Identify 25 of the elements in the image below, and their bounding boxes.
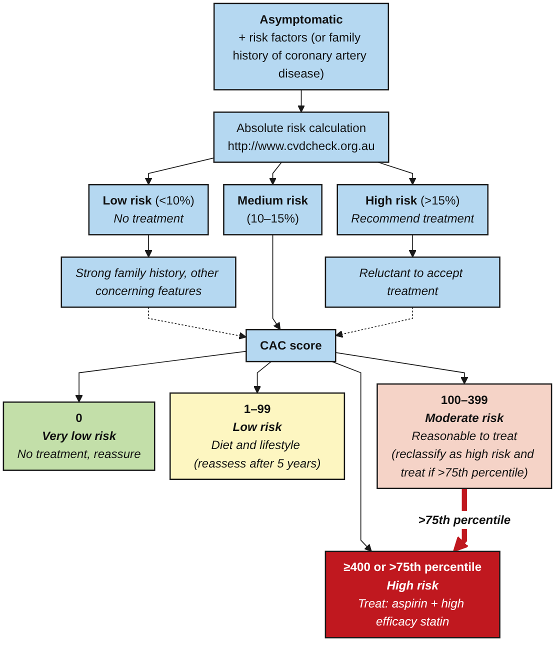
node-box: Asymptomatic + risk factors (or family history of coronary artery disease) xyxy=(213,2,390,90)
node-box: Strong family history, other concerning features xyxy=(60,256,236,308)
node-box: High risk (>15%) Recommend treatment xyxy=(336,184,489,236)
node-box: Medium risk (10–15%) xyxy=(223,184,322,236)
arrow xyxy=(297,89,306,113)
node-box: 0 Very low risk No treatment, reassure xyxy=(2,401,156,471)
arrow xyxy=(254,361,272,394)
arrow xyxy=(75,350,247,402)
node-box: Low risk (<10%) No treatment xyxy=(88,184,209,236)
arrow xyxy=(144,158,214,185)
arrow xyxy=(268,162,282,185)
node-box: CAC score xyxy=(246,328,336,362)
node-box: ≥400 or >75th percentile High risk Treat: aspirin + high efficacy statin xyxy=(324,550,500,638)
node-box: 100–399 Moderate risk Reasonable to treat (reclassify as high risk and treat if >75th percentile) xyxy=(376,383,552,490)
node-box: Reluctant to accept treatment xyxy=(324,256,500,308)
arrow xyxy=(335,352,468,384)
arrow xyxy=(335,306,414,338)
arrow xyxy=(144,234,152,258)
arrow xyxy=(408,234,416,258)
arrow xyxy=(272,234,281,330)
node-box: Absolute risk calculation http://www.cvdcheck.org.au xyxy=(213,112,390,163)
edge-label: >75th percentile xyxy=(418,512,511,526)
arrow xyxy=(148,306,247,340)
arrow xyxy=(332,361,372,552)
node-box: 1–99 Low risk Diet and lifestyle (reassess after 5 years) xyxy=(170,392,346,480)
